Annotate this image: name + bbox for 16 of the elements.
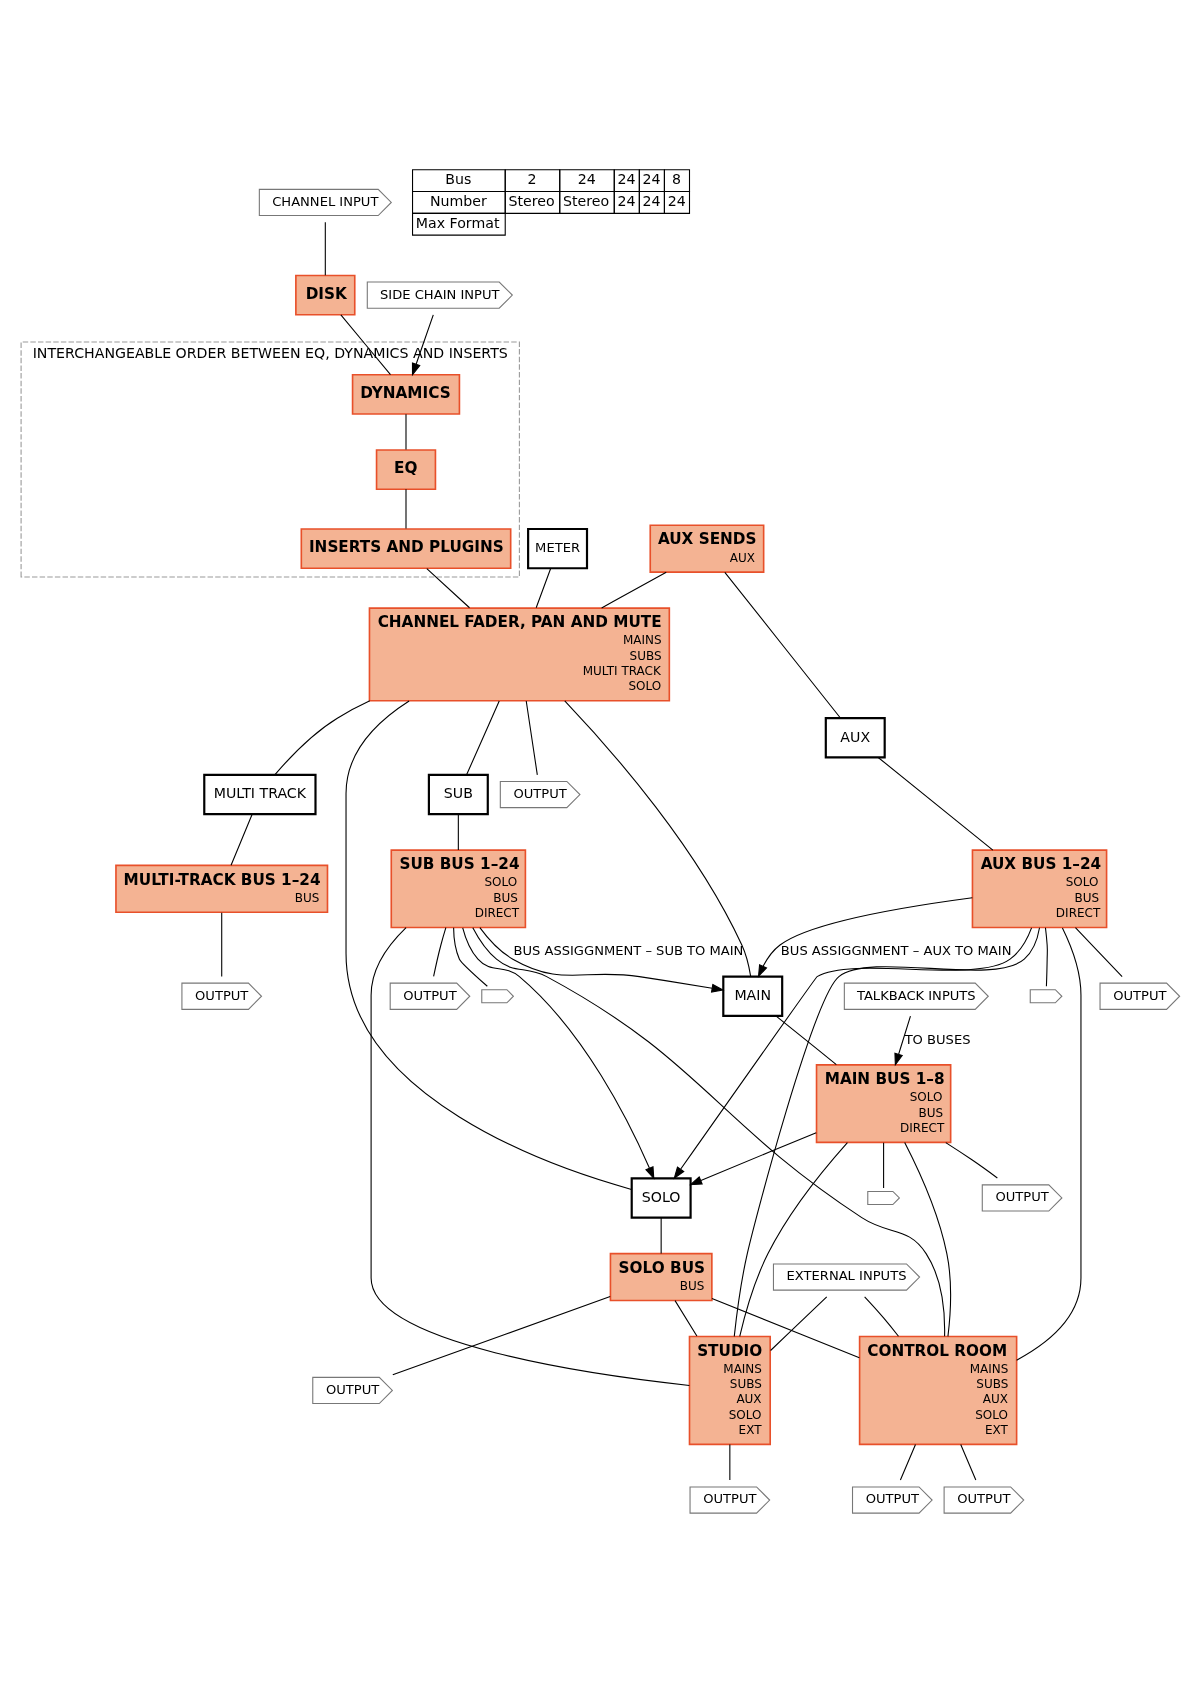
- label: 24: [617, 193, 636, 210]
- edge-label: TO BUSES: [904, 1031, 971, 1047]
- label: 24: [642, 193, 661, 210]
- label: 24: [667, 193, 686, 210]
- label: 2: [527, 171, 537, 188]
- label: Stereo: [563, 193, 610, 210]
- label: Number: [429, 193, 487, 210]
- label: Max Format: [415, 214, 500, 231]
- edge-label: BUS ASSIGGNMENT – AUX TO MAIN: [780, 943, 1012, 959]
- label: 24: [577, 171, 596, 188]
- label: 24: [642, 171, 661, 188]
- edge-label: BUS ASSIGGNMENT – SUB TO MAIN: [513, 943, 744, 959]
- label: Stereo: [508, 193, 555, 210]
- label: 8: [672, 171, 682, 188]
- label: 24: [617, 171, 636, 188]
- label: Bus: [445, 171, 472, 188]
